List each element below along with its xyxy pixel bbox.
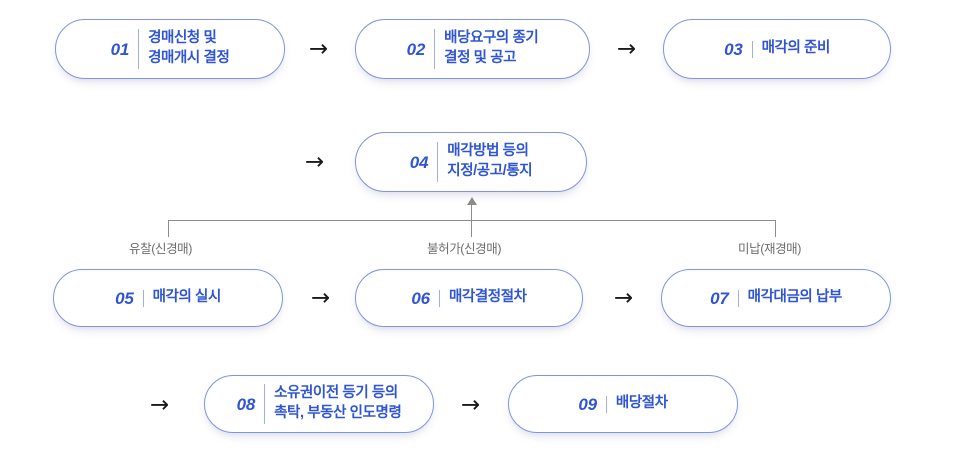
step-label-05: 매각의 실시 [152, 289, 222, 306]
step-label-09: 배당절차 [615, 395, 668, 412]
step-card-01-content: 01 경매신청 및 경매개시 결정 [110, 29, 230, 69]
step-card-01[interactable]: 01 경매신청 및 경매개시 결정 [55, 19, 285, 79]
step-divider-02 [434, 29, 436, 69]
feedback-stem-left [168, 220, 170, 237]
step-card-09-content: 09 배당절차 [578, 394, 668, 414]
step-card-02-content: 02 배당요구의 종기 결정 및 공고 [406, 29, 539, 69]
arrow-01-to-02: → [309, 36, 329, 62]
step-card-08[interactable]: 08 소유권이전 등기 등의 촉탁, 부동산 인도명령 [204, 375, 434, 433]
step-divider-08 [264, 384, 266, 424]
step-number-05: 05 [115, 288, 134, 308]
arrow-02-to-03: → [617, 36, 637, 62]
step-number-09: 09 [578, 394, 597, 414]
arrow-08-to-09: → [461, 392, 481, 418]
step-label-02: 배당요구의 종기 결정 및 공고 [444, 30, 539, 66]
step-card-08-content: 08 소유권이전 등기 등의 촉탁, 부동산 인도명령 [236, 384, 402, 424]
feedback-label-right: 미납(재경매) [738, 242, 802, 256]
feedback-label-left: 유찰(신경매) [129, 242, 193, 256]
step-label-08: 소유권이전 등기 등의 촉탁, 부동산 인도명령 [274, 385, 402, 421]
feedback-stem-center [471, 204, 473, 237]
step-label-04: 매각방법 등의 지정/공고/통지 [447, 143, 533, 179]
arrow-06-to-07: → [614, 285, 634, 311]
step-number-02: 02 [406, 39, 426, 59]
step-divider-09 [605, 395, 607, 413]
step-card-07[interactable]: 07 매각대금의 납부 [661, 269, 891, 327]
step-card-07-content: 07 매각대금의 납부 [710, 288, 843, 308]
step-divider-04 [437, 142, 439, 182]
step-label-07: 매각대금의 납부 [747, 289, 843, 306]
step-divider-06 [438, 289, 440, 307]
feedback-arrowhead-up-icon [467, 197, 477, 205]
arrow-07-to-08: → [150, 392, 170, 418]
step-label-06: 매각결정절차 [448, 289, 527, 306]
step-card-03[interactable]: 03 매각의 준비 [663, 19, 891, 79]
step-card-06-content: 06 매각결정절차 [411, 288, 527, 308]
arrow-03-to-04: → [305, 149, 325, 175]
step-card-04-content: 04 매각방법 등의 지정/공고/통지 [409, 142, 533, 182]
step-divider-05 [142, 289, 144, 307]
step-card-06[interactable]: 06 매각결정절차 [355, 269, 583, 327]
step-divider-03 [751, 40, 753, 58]
step-divider-07 [737, 289, 739, 307]
step-number-07: 07 [710, 288, 729, 308]
step-card-05-content: 05 매각의 실시 [115, 288, 222, 308]
feedback-stem-right [775, 220, 777, 237]
step-card-09[interactable]: 09 배당절차 [508, 375, 738, 433]
step-card-02[interactable]: 02 배당요구의 종기 결정 및 공고 [355, 19, 590, 79]
step-number-04: 04 [409, 152, 429, 172]
feedback-label-center: 불허가(신경매) [427, 242, 502, 256]
step-number-01: 01 [110, 39, 130, 59]
step-number-03: 03 [724, 39, 743, 59]
arrow-05-to-06: → [311, 285, 331, 311]
step-label-01: 경매신청 및 경매개시 결정 [148, 30, 230, 66]
step-label-03: 매각의 준비 [761, 40, 831, 57]
step-number-08: 08 [236, 394, 256, 414]
step-card-04[interactable]: 04 매각방법 등의 지정/공고/통지 [355, 132, 587, 192]
step-card-03-content: 03 매각의 준비 [724, 39, 831, 59]
step-divider-01 [138, 29, 140, 69]
step-number-06: 06 [411, 288, 430, 308]
step-card-05[interactable]: 05 매각의 실시 [53, 269, 283, 327]
